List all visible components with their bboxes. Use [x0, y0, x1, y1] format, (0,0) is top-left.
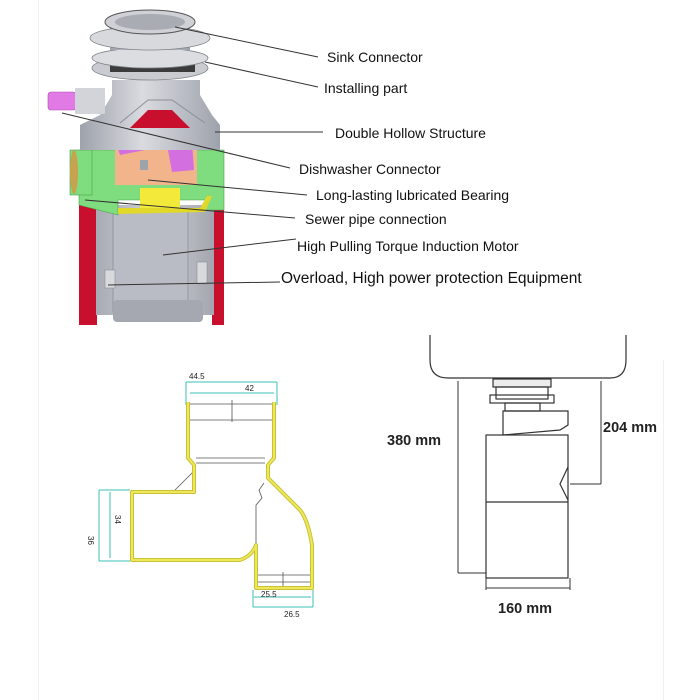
dim-top-inner: 42: [245, 384, 254, 393]
callout-induction-motor: High Pulling Torque Induction Motor: [297, 238, 519, 254]
motor-body: [96, 205, 214, 322]
dim-width: 160 mm: [498, 601, 553, 617]
dim-top-outer: 44.5: [189, 372, 205, 381]
callout-bearing: Long-lasting lubricated Bearing: [316, 187, 510, 203]
callout-sink-connector: Sink Connector: [327, 49, 423, 65]
pipe-dimension-lines: [98, 381, 314, 608]
callout-dishwasher-connector: Dishwasher Connector: [299, 161, 441, 177]
sink-connector-flange: [89, 9, 211, 51]
dim-total-height: 380 mm: [387, 433, 442, 449]
callout-installing-part: Installing part: [324, 80, 408, 96]
callout-leader-lines: [61, 26, 323, 286]
outer-shell-red: [79, 205, 224, 325]
dim-bottom-inner: 25.5: [261, 590, 277, 599]
disposer-body: [485, 378, 569, 579]
left-border: [38, 0, 39, 700]
pipe-wall-highlight: [131, 402, 313, 589]
right-border: [663, 360, 664, 700]
callout-sewer-pipe-connection: Sewer pipe connection: [305, 211, 447, 227]
upper-neck: [80, 80, 220, 150]
dim-outlet-height: 204 mm: [603, 420, 658, 436]
install-dimension-lines: [457, 381, 602, 590]
yellow-bearing-plate: [118, 188, 212, 214]
sink-basin: [429, 335, 627, 379]
installing-ring: [91, 47, 209, 81]
dim-bottom-outer: 26.5: [284, 610, 300, 619]
callout-double-hollow-structure: Double Hollow Structure: [335, 125, 486, 141]
callout-overload-protection: Overload, High power protection Equipmen…: [281, 270, 582, 287]
dishwasher-connector-part: [47, 88, 105, 114]
pipe-center-lines: [174, 400, 312, 588]
